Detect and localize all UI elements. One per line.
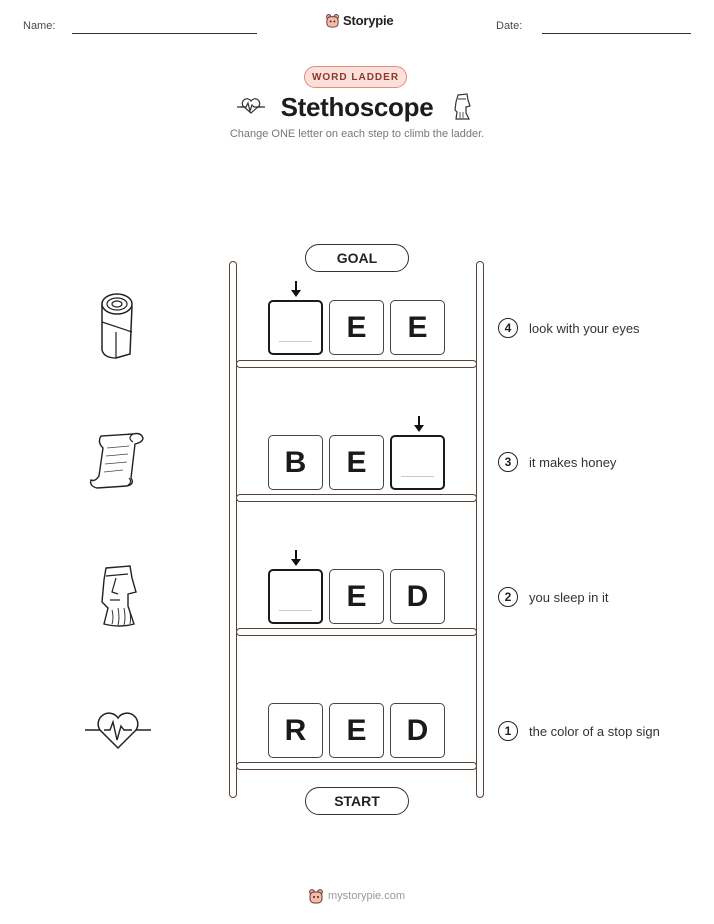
storypie-mascot-icon (326, 14, 339, 28)
clue-text: the color of a stop sign (529, 724, 660, 739)
ladder-rung (236, 762, 477, 770)
page-title: Stethoscope (280, 92, 434, 122)
clue-text: look with your eyes (529, 321, 640, 336)
moai-statue-icon (454, 93, 471, 120)
letter-tile: E (390, 300, 445, 355)
letter-tile-blank[interactable] (390, 435, 445, 490)
name-field[interactable] (72, 33, 257, 34)
brand-logo: Storypie (325, 13, 394, 28)
down-arrow-icon (291, 281, 301, 297)
down-arrow-icon (414, 416, 424, 432)
paper-towel-roll-icon (101, 293, 133, 359)
letter-tile: E (329, 435, 384, 490)
date-field[interactable] (542, 33, 691, 34)
letter-tile: D (390, 703, 445, 758)
goal-label: GOAL (305, 244, 409, 272)
ladder-rail-left (229, 261, 237, 798)
letter-tile-blank[interactable] (268, 300, 323, 355)
brand-name: Storypie (343, 13, 394, 28)
letter-tile-blank[interactable] (268, 569, 323, 624)
word-ladder-badge: WORD LADDER (304, 66, 407, 88)
ladder-rung (236, 360, 477, 368)
moai-statue-icon (101, 565, 137, 627)
date-label: Date: (496, 20, 523, 32)
start-label: START (305, 787, 409, 815)
letter-tile: E (329, 703, 384, 758)
ladder-rung (236, 494, 477, 502)
write-line (279, 341, 312, 342)
write-line (401, 476, 434, 477)
step-number: 2 (498, 587, 518, 607)
step-number: 4 (498, 318, 518, 338)
clue-text: it makes honey (529, 455, 617, 470)
letter-tile: E (329, 300, 384, 355)
clue-text: you sleep in it (529, 590, 609, 605)
down-arrow-icon (291, 550, 301, 566)
ladder-rail-right (476, 261, 484, 798)
step-number: 1 (498, 721, 518, 741)
ladder-rung (236, 628, 477, 636)
letter-tile: D (390, 569, 445, 624)
instructions: Change ONE letter on each step to climb … (229, 128, 485, 140)
letter-tile: B (268, 435, 323, 490)
heartbeat-icon (237, 98, 265, 114)
letter-tile: E (329, 569, 384, 624)
footer-url[interactable]: mystorypie.com (328, 890, 406, 902)
name-label: Name: (23, 20, 56, 32)
letter-tile: R (268, 703, 323, 758)
heartbeat-icon (85, 712, 151, 750)
write-line (279, 610, 312, 611)
scroll-icon (89, 432, 144, 489)
footer: mystorypie.com (308, 888, 405, 904)
step-number: 3 (498, 452, 518, 472)
storypie-mascot-icon (309, 889, 323, 904)
